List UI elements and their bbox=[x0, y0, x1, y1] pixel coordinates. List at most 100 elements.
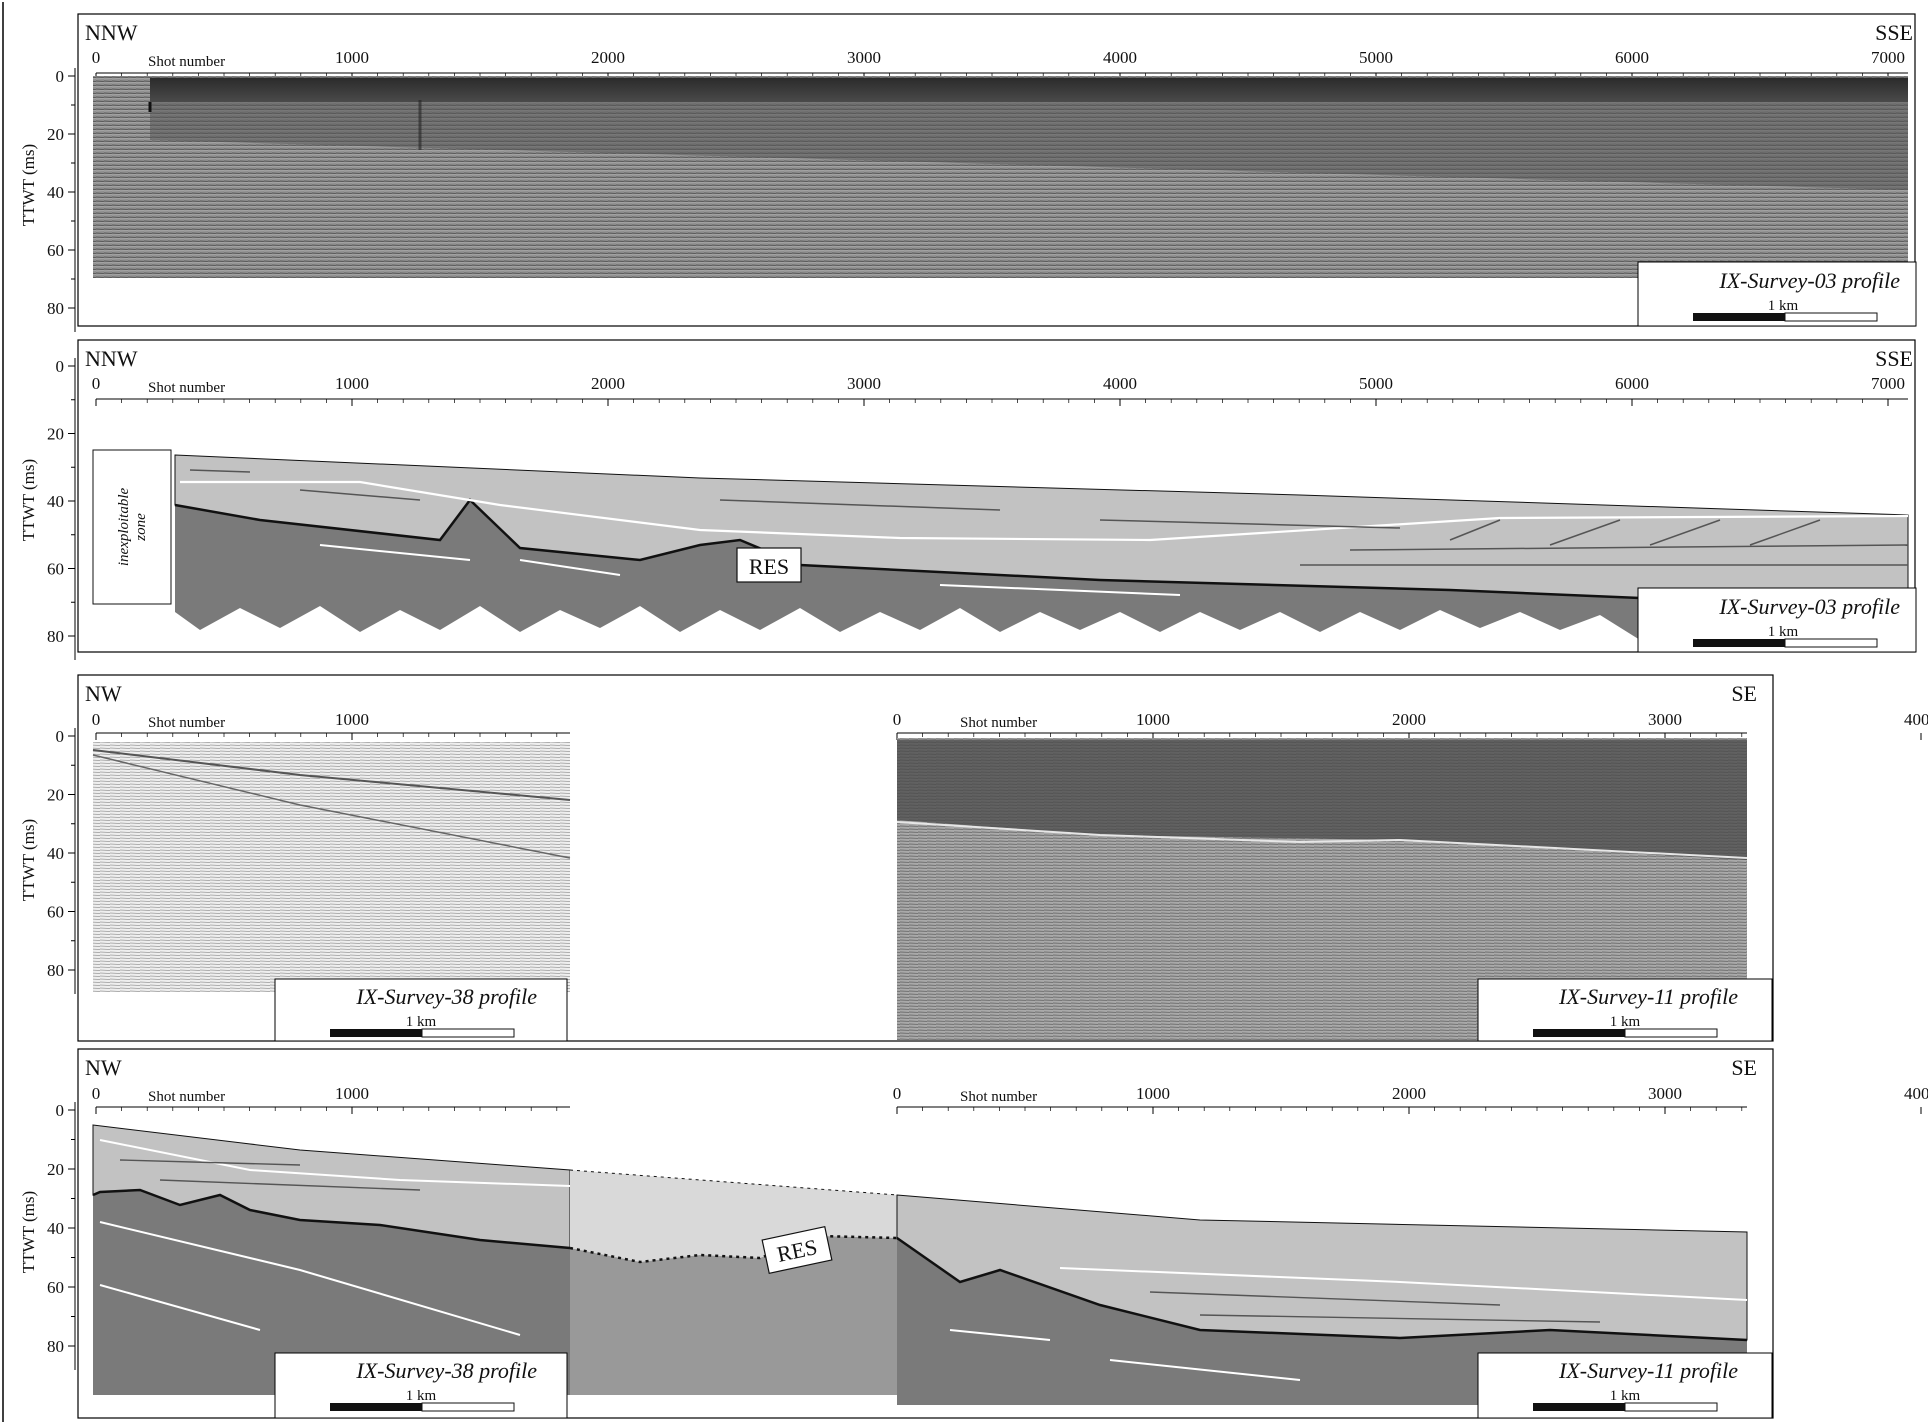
panel-2-left-direction: NNW bbox=[85, 346, 138, 371]
panel-3-profile-box-right bbox=[1477, 978, 1773, 1042]
panel-1-scale-bar-black bbox=[1693, 313, 1785, 321]
panel-3-twt-axis: 0 20 40 60 80 TTWT (ms) bbox=[19, 727, 76, 994]
panel-3-shot-left-tick-label: 0 bbox=[92, 710, 101, 729]
twt-axis-title: TTWT (ms) bbox=[19, 819, 38, 901]
panel-2-shot-tick-label: 6000 bbox=[1615, 374, 1649, 393]
panel-4-shot-label-right: Shot number bbox=[960, 1089, 1037, 1105]
panel-4-lower-unit-left bbox=[93, 1190, 570, 1395]
panel-4-scale-label-right: 1 km bbox=[1610, 1388, 1641, 1404]
panel-1-shot-tick-label: 1000 bbox=[335, 48, 369, 67]
panel-3-left-direction: NW bbox=[85, 681, 122, 706]
panel-4-shot-right-tick-label: 3000 bbox=[1648, 1084, 1682, 1103]
panel-3-scale-label-right: 1 km bbox=[1610, 1014, 1641, 1030]
panel-4-left-direction: NW bbox=[85, 1055, 122, 1080]
twt-tick-label: 40 bbox=[47, 844, 64, 863]
panel-2-inexploitable-line1: inexploitable bbox=[116, 488, 132, 567]
panel-2-scale-label: 1 km bbox=[1768, 624, 1799, 640]
panel-3-scale-label-left: 1 km bbox=[406, 1014, 437, 1030]
panel-1-left-direction: NNW bbox=[85, 20, 138, 45]
twt-tick-label: 0 bbox=[56, 67, 65, 86]
panel-2-shot-axis: 0 1000 2000 3000 4000 5000 6000 7000 bbox=[92, 374, 1908, 406]
panel-4-profile-name-right: IX-Survey-11 profile bbox=[1558, 1358, 1738, 1383]
panel-2-shot-tick-label: 7000 bbox=[1871, 374, 1905, 393]
panel-2-res-box bbox=[736, 547, 802, 583]
panel-1-upper-unit bbox=[150, 102, 1908, 190]
twt-tick-label: 60 bbox=[47, 1278, 64, 1297]
panel-3-shot-right-tick-label: 3000 bbox=[1648, 710, 1682, 729]
panel-2-shot-tick-label: 2000 bbox=[591, 374, 625, 393]
panel-3-profile-name-right: IX-Survey-11 profile bbox=[1558, 984, 1738, 1009]
panel-2-res-label: RES bbox=[749, 554, 789, 579]
panel-2-shot-tick-label: 4000 bbox=[1103, 374, 1137, 393]
panel-2-interpretation: NNW SSE Shot number 0 1000 2000 3000 4000 500… bbox=[77, 339, 1917, 653]
panel-2-inexploitable-line2: zone bbox=[133, 513, 149, 542]
twt-tick-label: 60 bbox=[47, 241, 64, 260]
twt-tick-label: 80 bbox=[47, 1337, 64, 1356]
panel-2-white-reflector bbox=[180, 480, 1909, 542]
panel-4-profile-name-left: IX-Survey-38 profile bbox=[355, 1358, 537, 1383]
twt-tick-label: 0 bbox=[56, 727, 65, 746]
panel-2-shot-tick-label: 3000 bbox=[847, 374, 881, 393]
panel-4-shot-right-tick-label: 4000 bbox=[1904, 1084, 1928, 1103]
twt-tick-label: 20 bbox=[47, 125, 64, 144]
panel-1-shot-tick-label: 6000 bbox=[1615, 48, 1649, 67]
panel-3-shot-axis: 0100001000200030004000 bbox=[92, 710, 1928, 740]
panel-3-profile-name-left: IX-Survey-38 profile bbox=[355, 984, 537, 1009]
twt-tick-label: 40 bbox=[47, 492, 64, 511]
panel-2-inexploitable-zone bbox=[92, 449, 172, 605]
twt-tick-label: 80 bbox=[47, 961, 64, 980]
panel-3-shot-left-tick-label: 1000 bbox=[335, 710, 369, 729]
panel-4-shot-label-left: Shot number bbox=[148, 1089, 225, 1105]
panel-4-shot-right-tick-label: 1000 bbox=[1136, 1084, 1170, 1103]
panel-1-shot-tick-label: 7000 bbox=[1871, 48, 1905, 67]
panel-3-shot-right-tick-label: 2000 bbox=[1392, 710, 1426, 729]
panel-3-shot-label-left: Shot number bbox=[148, 715, 225, 731]
panel-3-shot-right-tick-label: 0 bbox=[893, 710, 902, 729]
twt-tick-label: 40 bbox=[47, 183, 64, 202]
twt-tick-label: 80 bbox=[47, 627, 64, 646]
twt-tick-label: 20 bbox=[47, 786, 64, 805]
panel-4-shot-axis: 0 1000 0 1000 2000 3000 4000 bbox=[92, 1084, 1928, 1114]
panel-4-shot-left-tick-label: 0 bbox=[92, 1084, 101, 1103]
panel-2-shot-tick-label: 5000 bbox=[1359, 374, 1393, 393]
panel-2-right-direction: SSE bbox=[1875, 346, 1913, 371]
panel-4-res-dotted bbox=[569, 1234, 898, 1264]
panel-4-shot-right-tick-label: 0 bbox=[893, 1084, 902, 1103]
panel-4-right-direction: SE bbox=[1731, 1055, 1757, 1080]
panel-2-shot-label: Shot number bbox=[148, 380, 225, 396]
twt-axis-title: TTWT (ms) bbox=[19, 1191, 38, 1273]
panel-1-shot-tick-label: 2000 bbox=[591, 48, 625, 67]
panel-2-lower-unit bbox=[175, 500, 1640, 640]
panel-1-shot-tick-label: 3000 bbox=[847, 48, 881, 67]
panel-1-profile-name: IX-Survey-03 profile bbox=[1718, 268, 1900, 293]
panel-2-shot-tick-label: 0 bbox=[92, 374, 101, 393]
panel-4-shot-left-tick-label: 1000 bbox=[335, 1084, 369, 1103]
panel-3-seismic-left bbox=[93, 742, 570, 992]
twt-tick-label: 0 bbox=[56, 1101, 65, 1120]
panel-4-shot-right-tick-label: 2000 bbox=[1392, 1084, 1426, 1103]
panel-1-shot-tick-label: 0 bbox=[92, 48, 101, 67]
panel-3-right-direction: SE bbox=[1731, 681, 1757, 706]
panel-1-scale-bar-white bbox=[1784, 312, 1878, 322]
panel-1-shot-label: Shot number bbox=[148, 54, 225, 70]
panel-1-shot-tick-label: 5000 bbox=[1359, 48, 1393, 67]
twt-axis-title: TTWT (ms) bbox=[19, 459, 38, 541]
panel-1-scale-label: 1 km bbox=[1768, 298, 1799, 314]
twt-tick-label: 20 bbox=[47, 425, 64, 444]
panel-2-twt-axis: 0 20 40 60 80 TTWT (ms) bbox=[19, 357, 76, 660]
twt-tick-label: 60 bbox=[47, 560, 64, 579]
panel-4-interpretation: NW SE Shot number Shot number 0 1000 0 1000… bbox=[77, 1048, 1928, 1419]
panel-3-shot-label-right: Shot number bbox=[960, 715, 1037, 731]
twt-tick-label: 60 bbox=[47, 903, 64, 922]
twt-tick-label: 40 bbox=[47, 1219, 64, 1238]
panel-1-shot-tick-label: 4000 bbox=[1103, 48, 1137, 67]
panel-2-shot-tick-label: 1000 bbox=[335, 374, 369, 393]
panel-4-res-box: RES bbox=[761, 1226, 833, 1274]
panel-1-water-column bbox=[150, 78, 1908, 102]
twt-tick-label: 0 bbox=[56, 357, 65, 376]
twt-tick-label: 20 bbox=[47, 1160, 64, 1179]
